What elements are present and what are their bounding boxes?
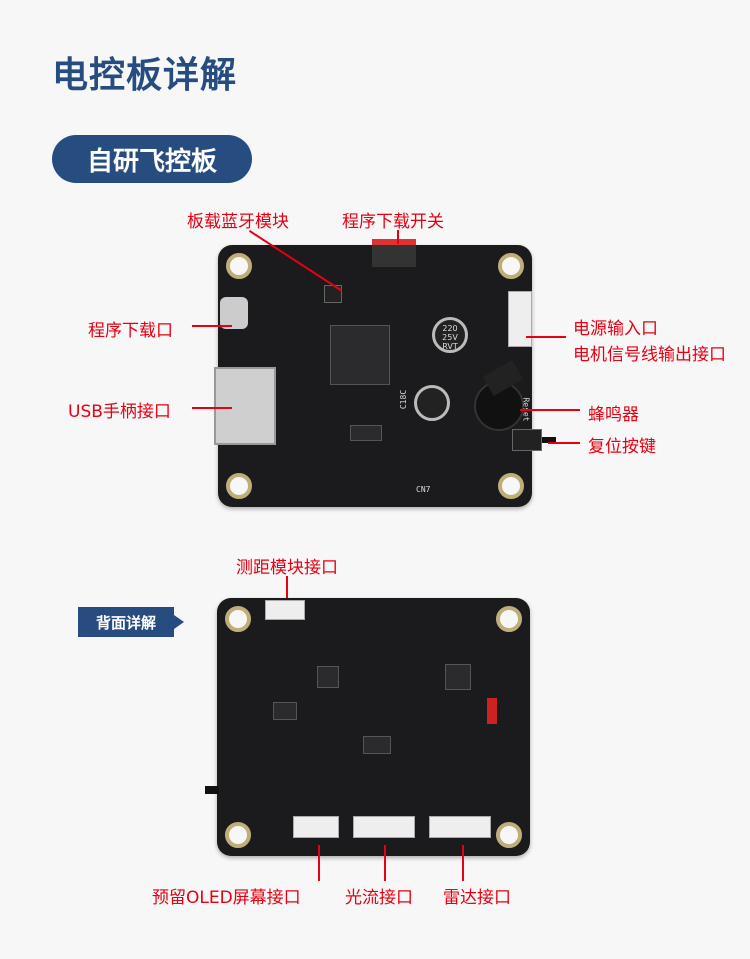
back-detail-badge: 背面详解: [78, 607, 184, 637]
label-ranging: 测距模块接口: [236, 558, 338, 578]
chip-marking: C18C: [399, 389, 409, 410]
label-buzzer: 蜂鸣器: [588, 405, 639, 425]
label-bluetooth: 板载蓝牙模块: [187, 212, 289, 232]
label-radar: 雷达接口: [443, 888, 511, 908]
back-board-image: [205, 598, 530, 856]
label-motor: 电机信号线输出接口: [573, 345, 726, 365]
label-download-switch: 程序下载开关: [342, 212, 444, 232]
section-pill: 自研飞控板: [52, 135, 252, 183]
label-power: 电源输入口: [573, 319, 658, 339]
capacitor: 220 25V RVT: [432, 317, 468, 353]
label-oled: 预留OLED屏幕接口: [152, 888, 301, 908]
cn7-marking: CN7: [416, 485, 431, 494]
label-download-port: 程序下载口: [88, 321, 173, 341]
page-title: 电控板详解: [52, 55, 238, 96]
label-optical-flow: 光流接口: [345, 888, 413, 908]
front-board-image: 220 25V RVT C18C CN7 Reset: [214, 239, 556, 507]
label-usb: USB手柄接口: [68, 402, 171, 422]
label-reset: 复位按键: [588, 437, 656, 457]
